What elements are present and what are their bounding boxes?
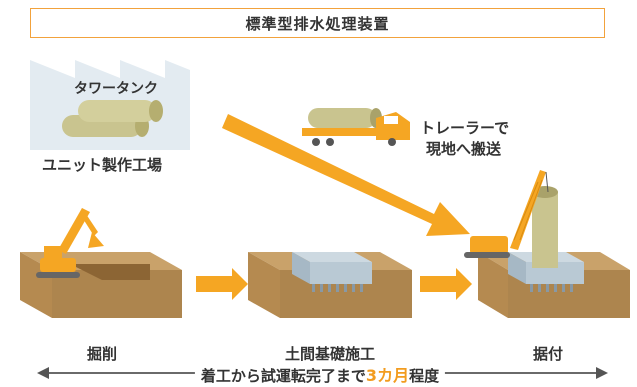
crane-icon bbox=[464, 170, 549, 258]
step-arrow-2 bbox=[420, 268, 472, 300]
step-label-installation: 据付 bbox=[532, 345, 564, 363]
step-label-foundation: 土間基礎施工 bbox=[284, 345, 376, 363]
tower-tank-icon bbox=[62, 100, 163, 137]
transport-arrow bbox=[222, 114, 470, 236]
diagram-title: 標準型排水処理装置 bbox=[30, 8, 605, 38]
step-label-excavation: 掘削 bbox=[86, 345, 118, 363]
excavator-icon bbox=[36, 208, 104, 278]
concrete-slab bbox=[292, 252, 372, 262]
timeline-text: 着工から試運転完了まで3カ月程度 bbox=[194, 362, 446, 386]
timeline: 着工から試運転完了まで3カ月程度 bbox=[30, 362, 610, 386]
step-arrow-1 bbox=[196, 268, 248, 300]
transport-label: トレーラーで 現地へ搬送 bbox=[420, 118, 509, 160]
timeline-prefix: 着工から試運転完了まで bbox=[200, 367, 366, 385]
soil-block-foundation bbox=[248, 252, 412, 318]
tower-tank-label: タワータンク bbox=[74, 81, 158, 97]
timeline-highlight: 3カ月 bbox=[365, 366, 410, 385]
factory-icon bbox=[30, 60, 190, 150]
timeline-suffix: 程度 bbox=[409, 367, 440, 385]
factory-caption: ユニット製作工場 bbox=[42, 156, 163, 174]
trailer-truck-icon bbox=[302, 108, 410, 146]
transport-line2: 現地へ搬送 bbox=[426, 140, 502, 158]
tower-tank-installed-icon bbox=[532, 186, 558, 268]
transport-line1: トレーラーで bbox=[420, 119, 510, 137]
soil-block-installation bbox=[478, 186, 630, 318]
